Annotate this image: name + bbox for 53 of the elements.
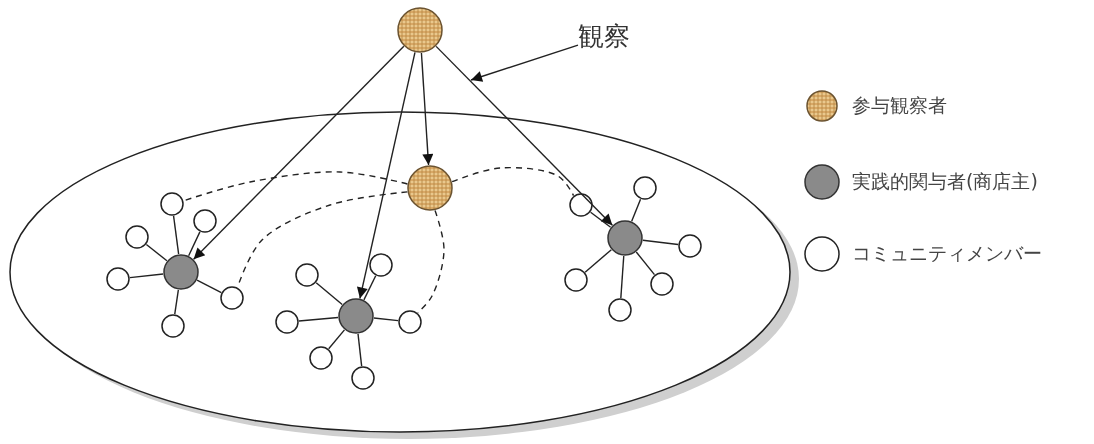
- spoke-line: [642, 239, 679, 246]
- spoke-line: [129, 273, 164, 279]
- dashed-connector: [451, 166, 575, 197]
- spoke-line: [187, 231, 201, 257]
- spoke-line: [298, 316, 339, 322]
- member-circle: [106, 267, 130, 291]
- legend-text: 参与観察者: [852, 93, 947, 118]
- member-circle: [678, 234, 702, 258]
- member-circle: [275, 310, 299, 334]
- member-circle: [369, 253, 393, 277]
- arrow: [420, 52, 434, 166]
- member-circle: [295, 263, 319, 287]
- member-circle: [309, 346, 333, 370]
- legend-text: 実践的関与者(商店主): [852, 169, 1038, 194]
- spoke-line: [315, 282, 343, 306]
- arrow: [435, 45, 614, 226]
- community-ellipse: [9, 111, 799, 439]
- spoke-line: [373, 317, 399, 322]
- spoke-line: [145, 243, 168, 262]
- member-circle: [398, 310, 422, 334]
- member-circle: [125, 225, 149, 249]
- spoke-line: [589, 211, 612, 228]
- member-circle: [569, 193, 593, 217]
- practitioner-circle: [163, 254, 199, 290]
- dashed-connector: [417, 209, 445, 314]
- arrow: [192, 45, 405, 260]
- member-circle: [650, 272, 674, 296]
- arrow: [356, 51, 416, 300]
- member-circle: [351, 366, 375, 390]
- spoke-line: [620, 255, 625, 299]
- spoke-line: [174, 289, 180, 315]
- legend-text: コミュニティメンバー: [852, 241, 1042, 266]
- member-circle: [633, 176, 657, 200]
- spoke-line: [196, 279, 222, 294]
- practitioner-circle: [338, 298, 374, 334]
- member-circle: [161, 314, 185, 338]
- observer-circle: [407, 165, 453, 211]
- spoke-line: [363, 275, 377, 301]
- member-circle: [193, 209, 217, 233]
- observer-circle: [397, 7, 443, 53]
- member-circle: [564, 268, 588, 292]
- spoke-line: [630, 198, 642, 222]
- spoke-line: [584, 249, 613, 273]
- member-circle: [608, 298, 632, 322]
- spoke-line: [357, 333, 363, 367]
- practitioner-circle: [607, 220, 643, 256]
- spoke-line: [172, 215, 180, 255]
- leader-line: [470, 44, 579, 82]
- spoke-line: [328, 329, 346, 350]
- member-circle: [160, 192, 184, 216]
- member-circle: [220, 286, 244, 310]
- observation-label: 観察: [578, 21, 630, 53]
- spoke-line: [635, 251, 656, 276]
